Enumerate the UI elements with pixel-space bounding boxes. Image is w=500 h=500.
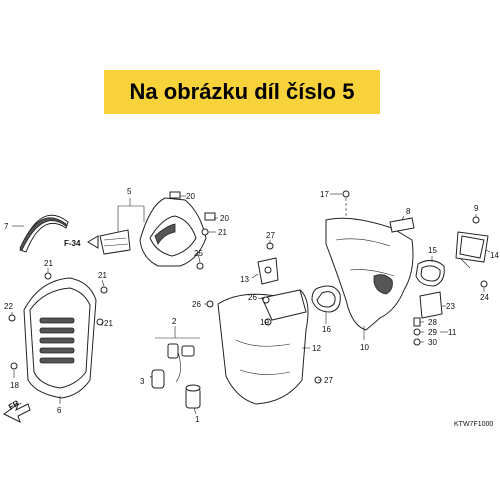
label-25: 25 bbox=[194, 249, 203, 258]
diagram-code: KTW7F1000 bbox=[454, 421, 493, 428]
part-28-grommet bbox=[413, 317, 421, 327]
part-23-bracket bbox=[419, 291, 443, 319]
label-7: 7 bbox=[4, 222, 9, 231]
label-20-a: 20 bbox=[186, 192, 195, 201]
label-16: 16 bbox=[322, 325, 331, 334]
part-5-upper-cover bbox=[139, 197, 207, 267]
label-9: 9 bbox=[474, 204, 479, 213]
label-28: 28 bbox=[428, 318, 437, 327]
part-15-ring bbox=[415, 260, 445, 287]
part-labels: 1 2 3 8 5 6 7 9 10 11 12 13 14 15 16 17 … bbox=[4, 187, 499, 424]
part-7-strip bbox=[19, 214, 69, 253]
label-6: 6 bbox=[57, 406, 62, 415]
label-1: 1 bbox=[195, 415, 200, 424]
part-21-screws bbox=[44, 228, 209, 326]
label-17: 17 bbox=[320, 190, 329, 199]
label-2: 2 bbox=[172, 317, 177, 326]
label-22: 22 bbox=[4, 302, 13, 311]
label-5: 5 bbox=[127, 187, 132, 196]
part-8-clip bbox=[389, 217, 415, 233]
part-16-seal bbox=[311, 285, 341, 313]
part-1-fuse bbox=[185, 384, 201, 409]
label-14: 14 bbox=[490, 251, 499, 260]
part-25-screw bbox=[196, 262, 204, 270]
label-27-a: 27 bbox=[266, 231, 275, 240]
part-6-front-shield bbox=[23, 277, 97, 399]
label-3: 3 bbox=[140, 377, 145, 386]
banner-title: Na obrázku díl číslo 5 bbox=[129, 79, 355, 104]
part-26-screw-b bbox=[262, 296, 270, 304]
label-19: 19 bbox=[260, 318, 269, 327]
part-26-screw-a bbox=[206, 300, 214, 308]
label-21-b: 21 bbox=[44, 259, 53, 268]
part-30-nut bbox=[413, 338, 421, 346]
label-10: 10 bbox=[360, 343, 369, 352]
label-26-b: 26 bbox=[248, 293, 257, 302]
label-23: 23 bbox=[446, 302, 455, 311]
section-reference bbox=[87, 229, 131, 255]
label-20-b: 20 bbox=[220, 214, 229, 223]
label-21-d: 21 bbox=[104, 319, 113, 328]
part-17-screw bbox=[342, 190, 350, 198]
part-14-cover bbox=[455, 231, 489, 263]
part-12-inner-cover bbox=[217, 289, 309, 405]
label-21-a: 21 bbox=[218, 228, 227, 237]
part-13-bracket bbox=[257, 257, 279, 285]
label-29: 29 bbox=[428, 328, 437, 337]
label-18: 18 bbox=[10, 381, 19, 390]
part-3-connector bbox=[151, 369, 165, 389]
highlight-banner: Na obrázku díl číslo 5 bbox=[104, 70, 380, 114]
label-30: 30 bbox=[428, 338, 437, 347]
label-24: 24 bbox=[480, 293, 489, 302]
part-20-clips bbox=[169, 191, 216, 221]
label-21-c: 21 bbox=[98, 271, 107, 280]
part-29-washer bbox=[413, 328, 421, 336]
front-direction-arrow bbox=[3, 402, 31, 423]
label-27-b: 27 bbox=[324, 376, 333, 385]
part-2-harness bbox=[155, 337, 200, 383]
part-18-screw bbox=[10, 362, 18, 370]
part-9-screw bbox=[472, 216, 480, 224]
leader-lines bbox=[11, 193, 491, 415]
section-ref-label: F-34 bbox=[64, 239, 81, 248]
part-24-screw bbox=[480, 280, 488, 288]
part-22-screw bbox=[8, 314, 16, 322]
label-11: 11 bbox=[448, 328, 457, 337]
label-26-a: 26 bbox=[192, 300, 201, 309]
label-15: 15 bbox=[428, 246, 437, 255]
label-8-duplicate-hidden: 8 bbox=[406, 207, 411, 216]
label-12: 12 bbox=[312, 344, 321, 353]
part-10-inner-box bbox=[325, 217, 414, 331]
label-13: 13 bbox=[240, 275, 249, 284]
